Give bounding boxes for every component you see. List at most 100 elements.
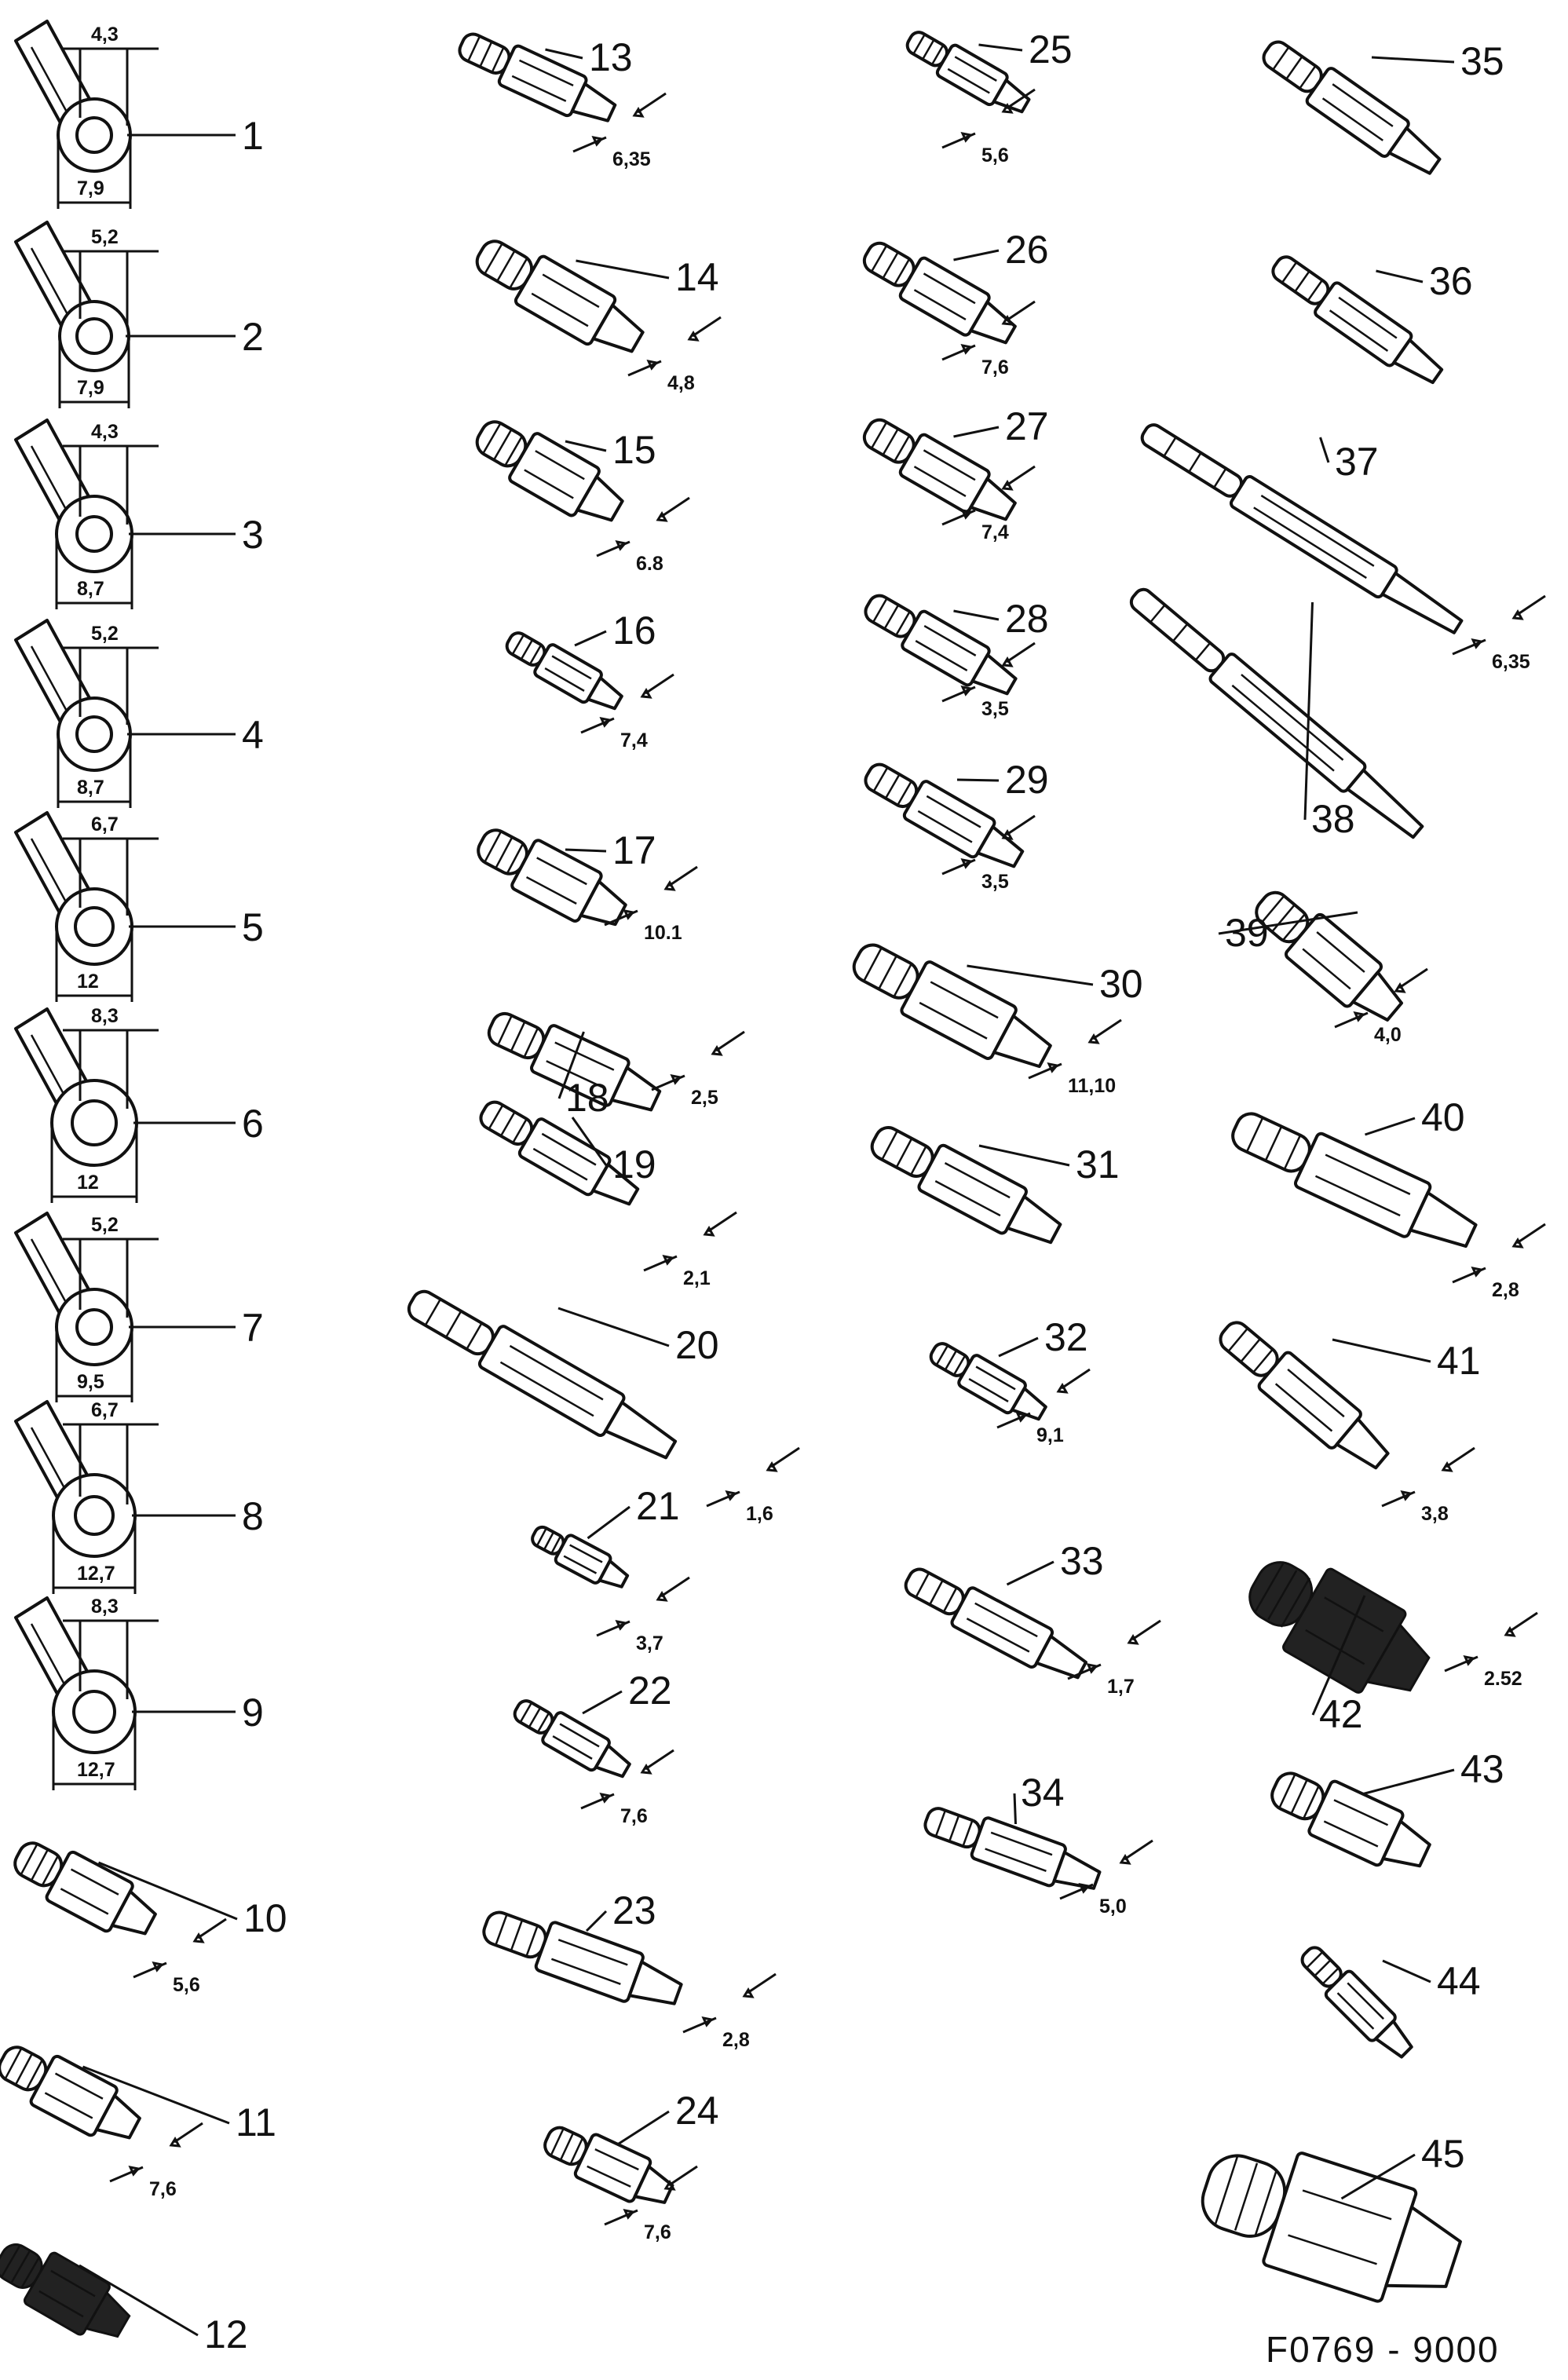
dimension-label: 12,7	[77, 1563, 115, 1585]
dimension-label: 5,2	[91, 226, 119, 248]
callout-number: 24	[675, 2089, 719, 2133]
callout-number: 14	[675, 255, 719, 299]
callout-number: 39	[1225, 911, 1269, 955]
callout-number: 20	[675, 1323, 719, 1367]
terminal-11: 117,6	[0, 2045, 276, 2200]
dimension-label: 2,8	[1492, 1279, 1519, 1301]
callout-number: 12	[204, 2312, 248, 2356]
callout-number: 36	[1429, 259, 1473, 303]
terminal-34: 345,0	[923, 1771, 1153, 1918]
terminal-20: 201,6	[407, 1289, 800, 1525]
callout-number: 40	[1421, 1095, 1465, 1139]
terminal-42: 422.52	[1248, 1561, 1538, 1736]
dimension-label: 7,9	[77, 177, 104, 199]
dimension-label: 7,4	[620, 729, 648, 751]
dimension-label: 3,8	[1421, 1503, 1449, 1525]
terminal-28: 283,5	[864, 594, 1049, 720]
dimension-label: 3,5	[981, 698, 1009, 720]
callout-number: 15	[612, 428, 656, 472]
terminal-12: 12	[0, 2243, 248, 2356]
callout-number: 16	[612, 609, 656, 653]
dimension-label: 5,2	[91, 623, 119, 645]
callout-number: 25	[1029, 27, 1073, 71]
callout-number: 5	[242, 905, 264, 949]
terminal-17: 17 10.1	[477, 828, 698, 944]
callout-number: 31	[1076, 1142, 1120, 1186]
dimension-label: 8,3	[91, 1005, 119, 1027]
terminal-16: 167,4	[505, 609, 674, 751]
dimension-label: 2,5	[691, 1087, 718, 1109]
ring-terminal-1: 4,3 7,9 1	[14, 20, 264, 209]
dimension-label: 2,8	[722, 2029, 750, 2051]
dimension-label: 3,7	[636, 1632, 663, 1654]
terminal-13: 136,35	[458, 32, 667, 170]
callout-number: 37	[1335, 440, 1379, 484]
terminal-45: 45	[1201, 2132, 1465, 2303]
terminal-32: 329,1	[929, 1315, 1091, 1446]
ring-terminal-3: 4,38,73	[14, 419, 264, 609]
callout-number: 29	[1005, 758, 1049, 802]
dimension-label: 12	[77, 971, 99, 993]
callout-number: 26	[1005, 228, 1049, 272]
dimension-label: 6,7	[91, 813, 119, 835]
terminal-39: 394,0	[1218, 890, 1428, 1046]
terminal-27: 277,4	[862, 404, 1049, 543]
terminal-41: 413,8	[1219, 1321, 1481, 1525]
ring-terminal-7: 5,29,57	[14, 1212, 264, 1402]
terminal-23: 232,8	[482, 1888, 777, 2051]
callout-number: 33	[1060, 1539, 1104, 1583]
dimension-label: 6,35	[1492, 651, 1530, 673]
dimension-label: 9,5	[77, 1371, 104, 1393]
callout-number: 38	[1311, 797, 1355, 841]
terminal-43: 43	[1270, 1747, 1504, 1868]
terminal-15: 156.8	[475, 420, 690, 575]
terminal-25: 255,6	[905, 27, 1073, 166]
callout-number: 17	[612, 828, 656, 872]
dimension-label: 8,7	[77, 777, 104, 799]
dimension-label: 2.52	[1484, 1668, 1522, 1690]
dimension-label: 3,5	[981, 871, 1009, 893]
callout-number: 1	[242, 114, 264, 158]
callout-number: 44	[1437, 1959, 1481, 2003]
terminal-38: 38	[1129, 587, 1424, 841]
terminal-22: 227,6	[513, 1669, 674, 1827]
dimension-label: 5,6	[981, 144, 1009, 166]
dimension-label: 10.1	[644, 922, 682, 944]
ring-terminal-4: 5,28,74	[14, 619, 264, 808]
terminal-36: 36	[1271, 255, 1473, 385]
callout-number: 42	[1319, 1692, 1363, 1736]
callout-number: 8	[242, 1494, 264, 1538]
dimension-label: 8,7	[77, 578, 104, 600]
callout-number: 41	[1437, 1339, 1481, 1383]
callout-number: 18	[565, 1076, 609, 1120]
callout-number: 13	[589, 35, 633, 79]
ring-terminal-9: 8,312,79	[14, 1596, 264, 1790]
terminal-40: 402,8	[1231, 1095, 1546, 1301]
terminal-31: 31	[870, 1126, 1120, 1245]
terminal-14: 144,8	[475, 239, 722, 394]
dimension-label: 2,1	[683, 1267, 711, 1289]
callout-number: 19	[612, 1142, 656, 1186]
terminal-33: 331,7	[904, 1539, 1161, 1698]
callout-number: 28	[1005, 597, 1049, 641]
dimension-label: 4,8	[667, 372, 695, 394]
callout-number: 9	[242, 1691, 264, 1735]
dimension-label: 6.8	[636, 553, 663, 575]
dimension-label: 4,3	[91, 24, 119, 46]
dimension-label: 6,7	[91, 1399, 119, 1421]
callout-number: 32	[1044, 1315, 1088, 1359]
dimension-label: 9,1	[1036, 1424, 1064, 1446]
callout-number: 35	[1460, 39, 1504, 83]
callout-number: 34	[1021, 1771, 1065, 1815]
callout-number: 45	[1421, 2132, 1465, 2176]
callout-number: 43	[1460, 1747, 1504, 1791]
dimension-label: 1,7	[1107, 1676, 1135, 1698]
terminal-10: 105,6	[13, 1841, 287, 1996]
callout-number: 10	[243, 1896, 287, 1940]
dimension-label: 5,0	[1099, 1896, 1127, 1918]
terminal-21: 213,7	[531, 1484, 690, 1654]
dimension-label: 11,10	[1068, 1075, 1116, 1097]
